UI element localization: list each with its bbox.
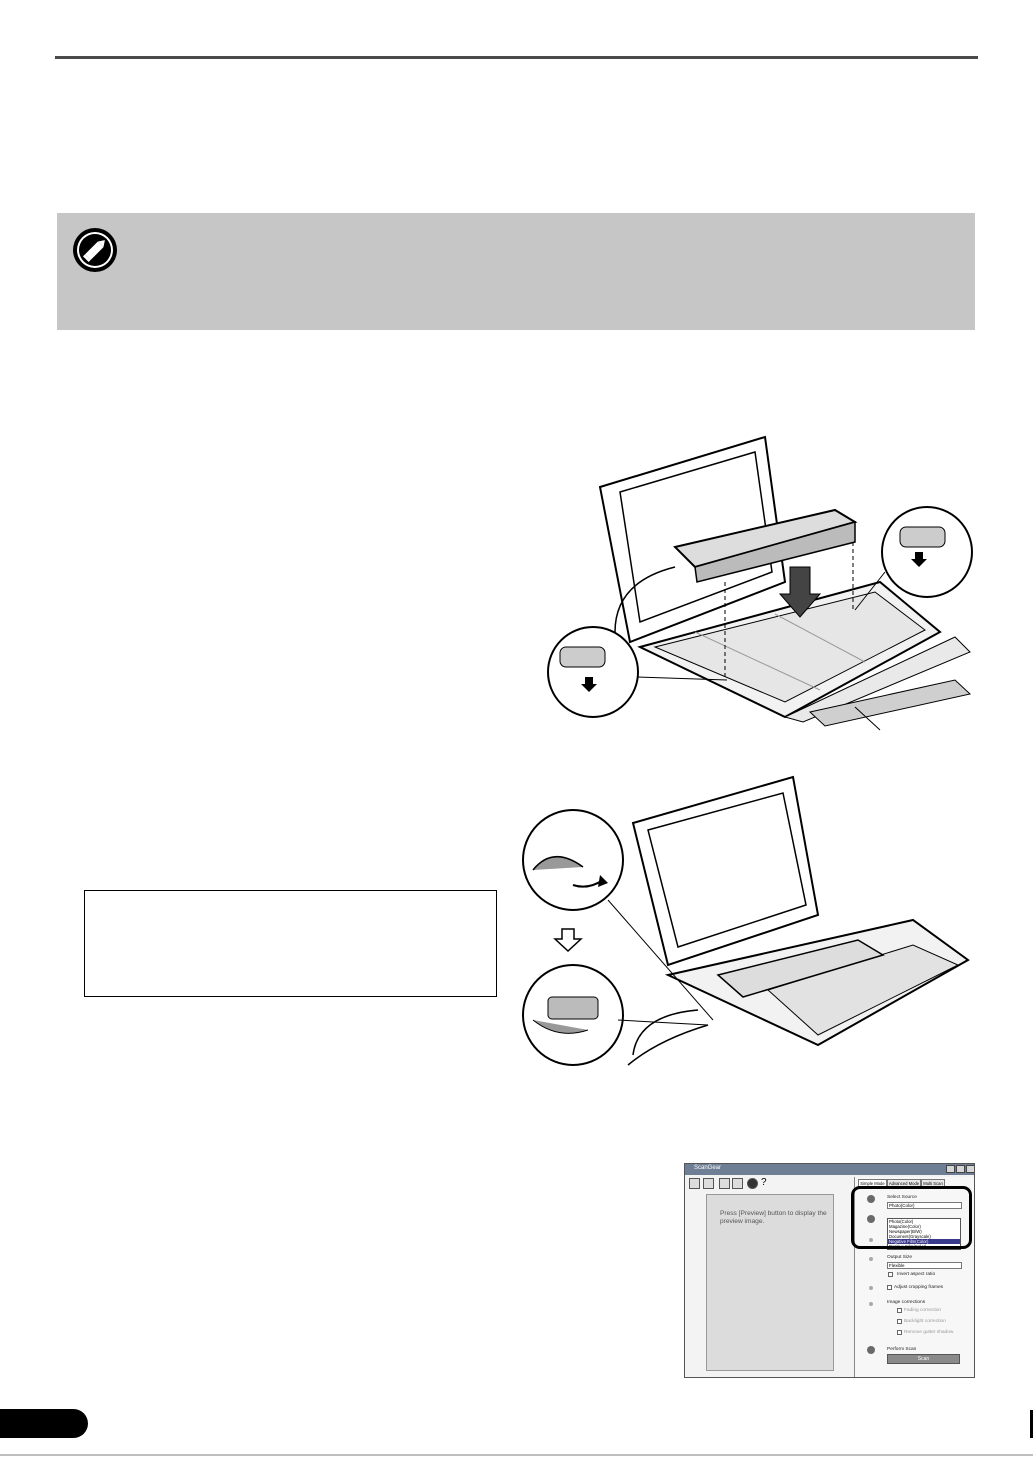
- rotate-left-icon[interactable]: [719, 1178, 730, 1189]
- footer-rule: [0, 1454, 1033, 1456]
- backlight-checkbox[interactable]: [897, 1319, 902, 1324]
- settings-panel: Simple Mode Advanced Mode Multi Scan Sel…: [854, 1177, 974, 1377]
- output-size-label: Output Size: [887, 1255, 913, 1260]
- header-rule: [55, 56, 978, 59]
- invert-aspect-icon[interactable]: [888, 1272, 893, 1277]
- scangear-window: ScanGear ? Press [Preview] button to dis…: [684, 1163, 975, 1378]
- close-button[interactable]: [966, 1165, 974, 1173]
- step-dot: [869, 1302, 873, 1306]
- source-select[interactable]: Photo(Color): [887, 1202, 962, 1209]
- adjust-cropping-checkbox[interactable]: [887, 1285, 892, 1290]
- step-dot: [869, 1257, 873, 1261]
- step-3-icon: [867, 1346, 875, 1354]
- source-option[interactable]: Newspaper(B/W): [889, 1229, 922, 1234]
- title-bar: ScanGear: [685, 1164, 974, 1175]
- step-2-icon: [867, 1215, 875, 1223]
- crop-icon[interactable]: [689, 1178, 700, 1189]
- window-title: ScanGear: [694, 1165, 722, 1171]
- page-number-tab: [0, 1409, 88, 1438]
- preview-area: Press [Preview] button to display the pr…: [706, 1194, 834, 1371]
- source-options-list: Photo(Color) Magazine(Color) Newspaper(B…: [887, 1218, 961, 1250]
- gutter-checkbox[interactable]: [897, 1330, 902, 1335]
- down-arrow-icon: [553, 928, 583, 952]
- backlight-label: Backlight correction: [904, 1319, 946, 1324]
- invert-aspect-label: Invert aspect ratio: [897, 1272, 936, 1277]
- help-icon[interactable]: ?: [761, 1177, 767, 1188]
- adjust-cropping-label: Adjust cropping frames: [894, 1285, 944, 1290]
- image-corrections-label: Image corrections: [887, 1300, 926, 1305]
- source-option[interactable]: Document(Grayscale): [889, 1234, 931, 1239]
- scan-button[interactable]: Scan: [887, 1354, 960, 1364]
- toolbar: ?: [687, 1176, 847, 1192]
- minimize-button[interactable]: [946, 1165, 955, 1173]
- select-source-label: Select Source: [887, 1195, 917, 1200]
- scanner-with-film-adapter-illustration: [547, 435, 973, 731]
- step-1-icon: [867, 1195, 875, 1203]
- scanner-cable-connection-illustration: [522, 775, 970, 1066]
- margin-mark: [1030, 1410, 1033, 1438]
- select-source-highlight: [851, 1186, 972, 1249]
- output-size-select[interactable]: Flexible: [887, 1262, 962, 1269]
- fading-label: Fading correction: [904, 1308, 942, 1313]
- preview-hint: Press [Preview] button to display the pr…: [720, 1210, 827, 1225]
- source-option[interactable]: Photo(Color): [889, 1219, 914, 1224]
- step-dot: [869, 1286, 873, 1290]
- perform-scan-label: Perform Scan: [887, 1347, 917, 1352]
- outlined-box: [84, 890, 497, 997]
- source-option-selected[interactable]: Negative Film(Color): [888, 1239, 960, 1244]
- pencil-note-icon: [73, 228, 117, 272]
- step-dot: [869, 1238, 873, 1242]
- maximize-button[interactable]: [956, 1165, 965, 1173]
- auto-crop-icon[interactable]: [703, 1178, 714, 1189]
- fading-checkbox[interactable]: [897, 1308, 902, 1313]
- info-icon[interactable]: [747, 1178, 758, 1189]
- source-option[interactable]: Magazine(Color): [889, 1224, 921, 1229]
- note-box: [57, 213, 975, 330]
- gutter-label: Remove gutter shadow: [904, 1330, 954, 1335]
- rotate-right-icon[interactable]: [732, 1178, 743, 1189]
